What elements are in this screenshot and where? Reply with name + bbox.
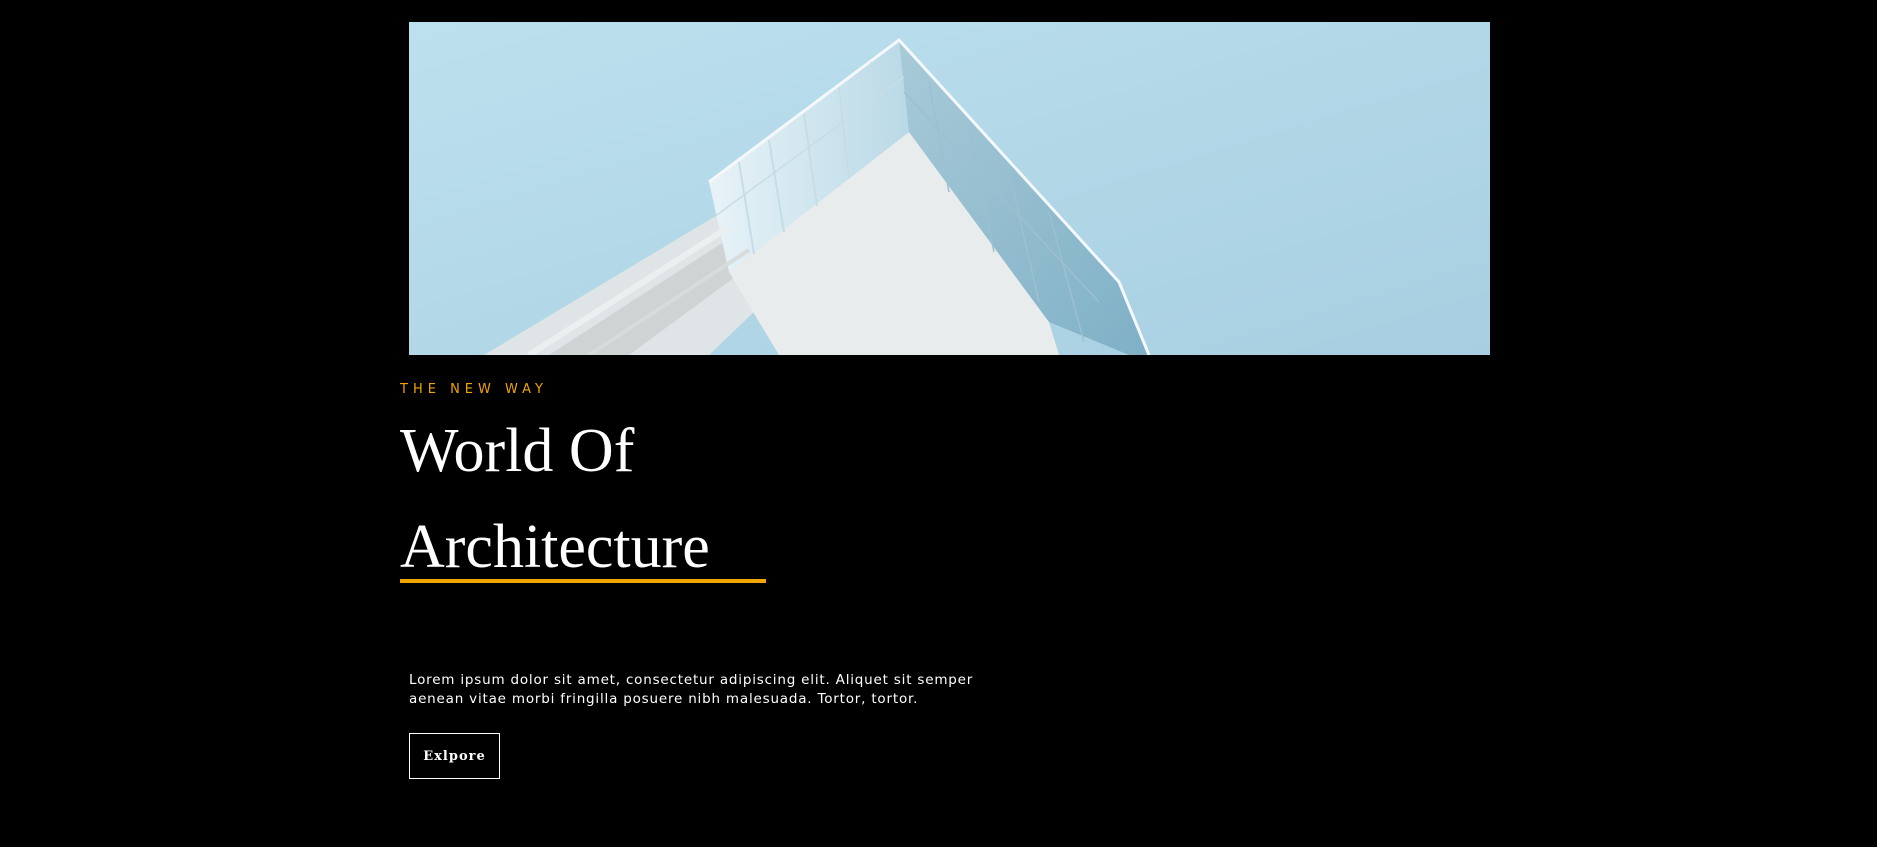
eyebrow-tagline: THE NEW WAY	[400, 382, 548, 397]
page-title: World Of Architecture	[400, 403, 710, 595]
title-underline-divider	[400, 579, 766, 583]
hero-building-image	[409, 22, 1490, 355]
page-title-line-1: World Of	[400, 417, 635, 485]
explore-button[interactable]: Exlpore	[409, 733, 500, 779]
intro-description: Lorem ipsum dolor sit amet, consectetur …	[409, 672, 974, 707]
building-illustration	[409, 22, 1490, 355]
page-title-line-2: Architecture	[400, 513, 710, 581]
